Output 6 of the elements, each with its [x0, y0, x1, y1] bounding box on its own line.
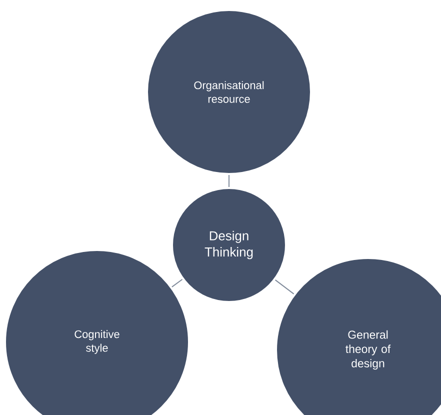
connector-line — [171, 278, 183, 288]
connector-line — [228, 174, 230, 188]
circle-node: Design Thinking — [171, 187, 287, 303]
connector-line — [274, 279, 294, 294]
circle-node: General theory of design — [275, 257, 441, 415]
circle-node: Organisational resource — [146, 9, 312, 175]
